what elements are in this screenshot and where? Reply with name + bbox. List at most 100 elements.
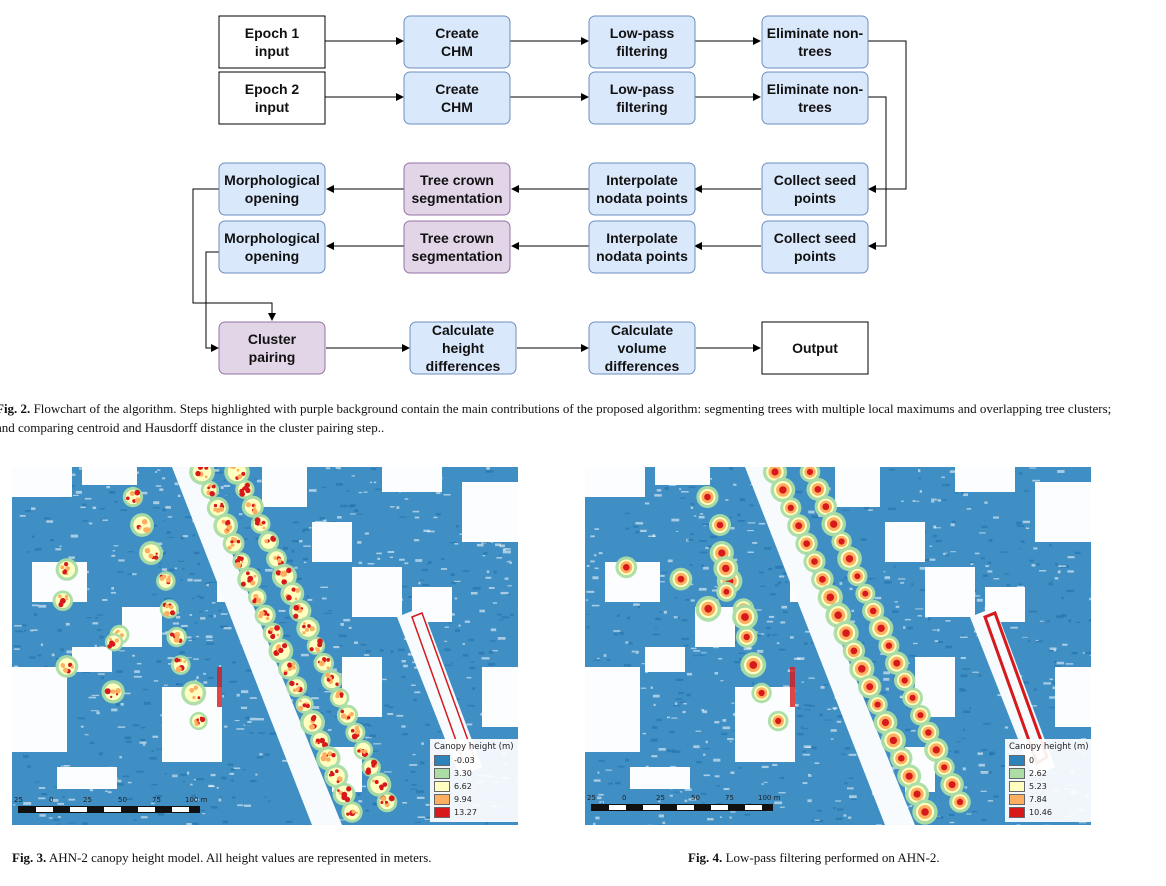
fig3-label: Fig. 3. — [12, 850, 47, 865]
flow-node-label: CHM — [441, 99, 473, 115]
canopy-peak — [357, 749, 361, 753]
canopy-peak — [310, 716, 316, 722]
canopy-peak — [107, 644, 112, 649]
edge-morph2-cluster — [205, 251, 219, 352]
tree-crown-top — [862, 590, 869, 597]
canopy-peak — [236, 468, 240, 472]
canopy-peak — [60, 565, 65, 570]
legend-value: 5.23 — [1029, 782, 1047, 791]
canopy-peak — [70, 665, 75, 669]
flow-node-label: volume — [617, 340, 666, 356]
tree-crown-top — [771, 468, 779, 476]
legend-title: Canopy height (m) — [434, 742, 514, 752]
flow-node-box — [761, 15, 869, 69]
map-lowpass-filtered: Canopy height (m) 0 2.62 5.23 7.84 10.46… — [585, 467, 1091, 825]
canopy-peak — [204, 467, 209, 470]
no-data-area — [955, 467, 1015, 492]
no-data-area — [585, 467, 645, 497]
road — [745, 467, 915, 825]
flow-node-label: trees — [798, 99, 832, 115]
canopy-peak — [64, 562, 69, 567]
canopy-peak — [245, 502, 251, 508]
legend-entry: -0.03 — [434, 754, 516, 767]
no-data-area — [885, 522, 925, 562]
canopy-peak — [282, 643, 288, 649]
canopy-peak — [264, 539, 269, 544]
canopy-peak — [229, 467, 234, 469]
canopy-peak — [197, 696, 201, 700]
canopy-peak — [221, 519, 226, 524]
flow-node-label: input — [255, 99, 290, 115]
flow-node-box — [588, 71, 696, 125]
map-left-legend: Canopy height (m) -0.03 3.30 6.62 9.94 1… — [430, 739, 518, 822]
canopy-peak — [351, 809, 356, 814]
canopy-peak — [283, 671, 288, 676]
fig2-label: Fig. 2. — [0, 401, 31, 416]
canopy-peak — [315, 647, 320, 652]
tree-crown-top — [834, 611, 842, 619]
canopy-peak — [355, 811, 359, 815]
tree-crown-top — [909, 694, 916, 701]
flow-node-label: Eliminate non- — [767, 81, 864, 97]
tree-crown-top — [932, 746, 940, 754]
no-data-area — [352, 567, 402, 617]
legend-value: 7.84 — [1029, 795, 1047, 804]
tree-crown-mid — [58, 658, 76, 675]
flow-node-box — [218, 162, 326, 216]
canopy-peak — [200, 716, 206, 723]
canopy-peak — [169, 604, 174, 610]
legend-entry: 6.62 — [434, 780, 516, 793]
canopy-peak — [327, 751, 333, 757]
canopy-peak — [374, 780, 379, 784]
flow-node-box — [761, 321, 869, 375]
no-data-area — [12, 467, 72, 497]
canopy-peak — [224, 520, 231, 526]
fig2-caption: Fig. 2. Flowchart of the algorithm. Step… — [0, 399, 1116, 437]
canopy-peak — [365, 752, 369, 756]
canopy-peak — [239, 491, 245, 497]
legend-value: 0 — [1029, 756, 1035, 765]
legend-entry: 7.84 — [1009, 793, 1091, 806]
tree-crown-top — [956, 798, 964, 806]
scale-label: 25 — [656, 794, 665, 802]
tree-crown-top — [905, 772, 913, 780]
tree-crown-top — [743, 633, 750, 641]
canopy-peak — [252, 509, 258, 515]
canopy-peak — [261, 520, 266, 525]
canopy-peak — [242, 487, 246, 491]
flow-node-box — [403, 220, 511, 274]
flow-node-label: filtering — [616, 99, 667, 115]
flow-node-box — [588, 15, 696, 69]
legend-swatch — [434, 807, 450, 818]
flow-node-label: Collect seed — [774, 230, 856, 246]
flow-node-box — [218, 15, 326, 69]
canopy-peak — [289, 680, 295, 687]
canopy-peak — [344, 796, 351, 803]
tree-crown-top — [845, 555, 854, 563]
canopy-peak — [65, 566, 70, 571]
scale-label: 0 — [49, 796, 54, 804]
canopy-peak — [339, 692, 344, 697]
canopy-peak — [295, 588, 300, 593]
legend-swatch — [1009, 755, 1025, 766]
tree-crown-top — [758, 689, 765, 697]
canopy-peak — [286, 567, 292, 574]
legend-swatch — [434, 768, 450, 779]
edge-elim2-seed2 — [867, 96, 887, 250]
scale-label: 25 — [587, 794, 596, 802]
canopy-peak — [148, 553, 154, 559]
flow-node-label: points — [794, 248, 836, 264]
flow-node-label: Epoch 2 — [245, 81, 300, 97]
map-ahn2-chm: Canopy height (m) -0.03 3.30 6.62 9.94 1… — [12, 467, 518, 825]
canopy-peak — [271, 633, 275, 638]
tree-crown-top — [741, 613, 749, 621]
canopy-peak — [351, 733, 358, 740]
canopy-peak — [144, 527, 151, 533]
legend-entry: 0 — [1009, 754, 1091, 767]
no-data-area — [655, 467, 710, 485]
canopy-peak — [319, 660, 325, 667]
tree-crown-top — [925, 729, 932, 736]
